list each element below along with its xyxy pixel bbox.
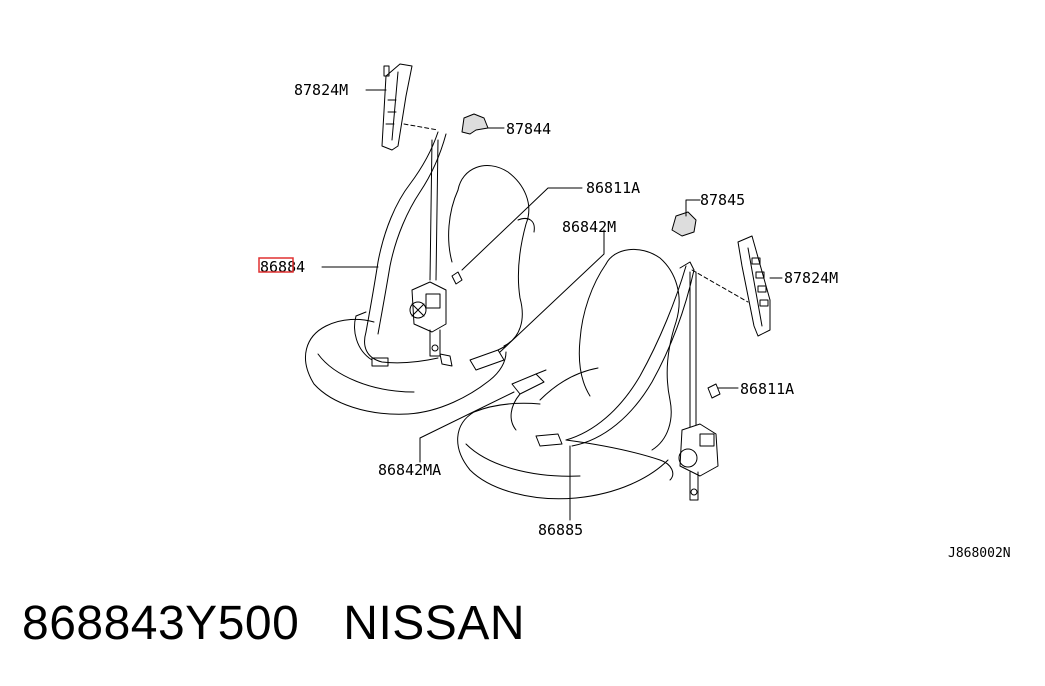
- left-seat: [305, 165, 535, 415]
- label-86884[interactable]: 86884: [260, 258, 305, 276]
- left-belt-assembly: [354, 63, 507, 371]
- label-86885[interactable]: 86885: [538, 521, 583, 539]
- part-caption: 868843Y500 NISSAN: [22, 596, 525, 651]
- label-87845[interactable]: 87845: [700, 191, 745, 209]
- label-86842m[interactable]: 86842M: [562, 218, 616, 236]
- right-seat: [457, 248, 680, 500]
- callout-labels: 87824M 87844 86811A 87845 86842M 86884 8…: [258, 81, 1011, 561]
- brand-name: NISSAN: [343, 597, 525, 650]
- leader-lines: [321, 89, 783, 521]
- label-86811a-right[interactable]: 86811A: [740, 380, 794, 398]
- label-87824m-right[interactable]: 87824M: [784, 269, 838, 287]
- label-87844[interactable]: 87844: [506, 120, 551, 138]
- highlight-box: [258, 257, 294, 273]
- label-86842ma[interactable]: 86842MA: [378, 461, 441, 479]
- reference-code: J868002N: [948, 546, 1011, 561]
- label-86811a-top[interactable]: 86811A: [586, 179, 640, 197]
- label-87824m-top[interactable]: 87824M: [294, 81, 348, 99]
- part-number: 868843Y500: [22, 597, 300, 650]
- right-belt-assembly: [510, 211, 771, 501]
